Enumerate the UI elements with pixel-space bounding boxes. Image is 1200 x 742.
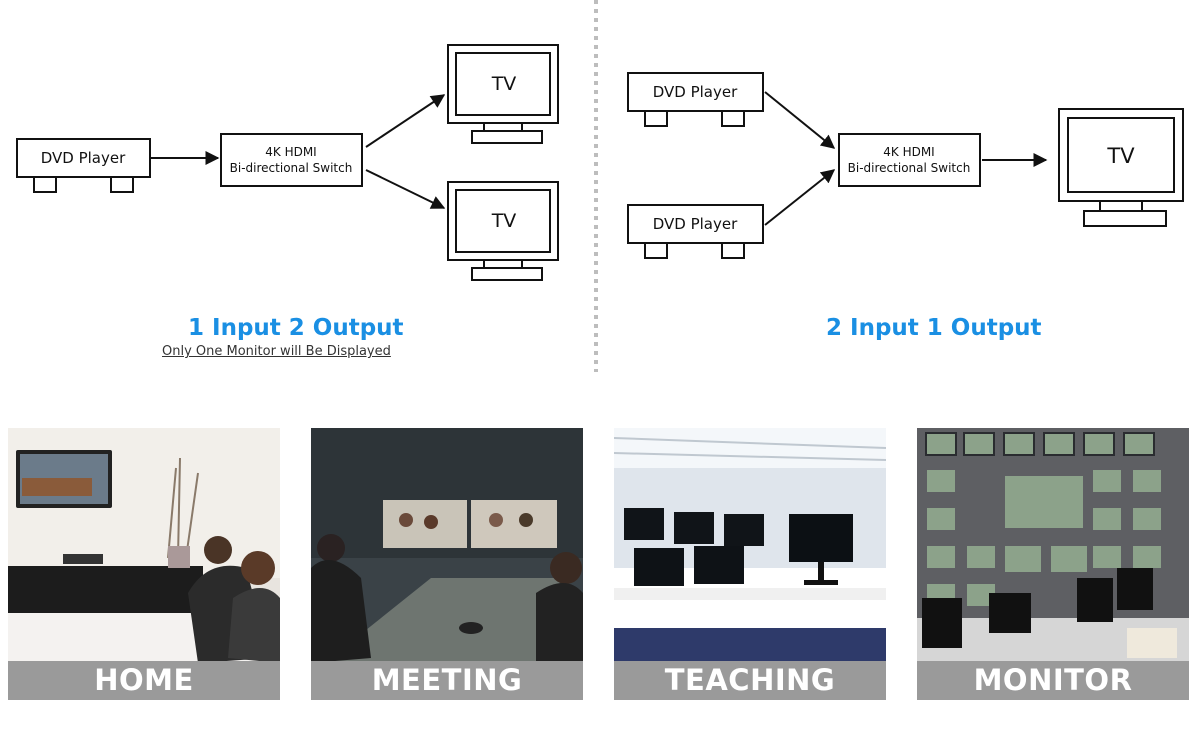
tv-left-top-label: TV <box>491 73 517 95</box>
hdmi-switch-right: 4K HDMI Bi-directional Switch <box>838 133 981 187</box>
tv-left-bottom-label: TV <box>491 210 517 232</box>
connection-diagram: DVD Player 4K HDMI Bi-directional Switch… <box>16 0 1184 372</box>
tv-right-label: TV <box>1106 144 1135 168</box>
switch-right-line2: Bi-directional Switch <box>848 161 971 175</box>
tv-right: TV <box>1058 108 1184 227</box>
dvd-player-right-top-label: DVD Player <box>653 83 738 101</box>
scenario-meeting: MEETING <box>311 428 583 700</box>
switch-left-line1: 4K HDMI <box>265 145 316 159</box>
teaching-photo <box>614 428 886 700</box>
left-diagram-title: 1 Input 2 Output <box>188 315 404 341</box>
switch-left-line2: Bi-directional Switch <box>230 161 353 175</box>
scenario-monitor-caption: MONITOR <box>917 661 1189 700</box>
scenario-home-caption: HOME <box>8 661 280 700</box>
monitor-photo <box>917 428 1189 700</box>
tv-left-bottom: TV <box>447 181 559 281</box>
home-photo <box>8 428 280 700</box>
dvd-player-left-label: DVD Player <box>41 149 126 167</box>
tv-left-top: TV <box>447 44 559 144</box>
scenario-meeting-caption: MEETING <box>311 661 583 700</box>
dvd-player-right-bottom-label: DVD Player <box>653 215 738 233</box>
scenario-home: HOME <box>8 428 280 700</box>
meeting-photo <box>311 428 583 700</box>
right-diagram-title: 2 Input 1 Output <box>826 315 1042 341</box>
switch-right-line1: 4K HDMI <box>883 145 934 159</box>
scenario-monitor: MONITOR <box>917 428 1189 700</box>
dvd-player-right-bottom: DVD Player <box>627 204 764 259</box>
scenario-teaching-caption: TEACHING <box>614 661 886 700</box>
dvd-player-left: DVD Player <box>16 138 151 193</box>
scenario-teaching: TEACHING <box>614 428 886 700</box>
dvd-player-right-top: DVD Player <box>627 72 764 127</box>
left-diagram-subtitle: Only One Monitor will Be Displayed <box>162 344 391 359</box>
hdmi-switch-left: 4K HDMI Bi-directional Switch <box>220 133 363 187</box>
